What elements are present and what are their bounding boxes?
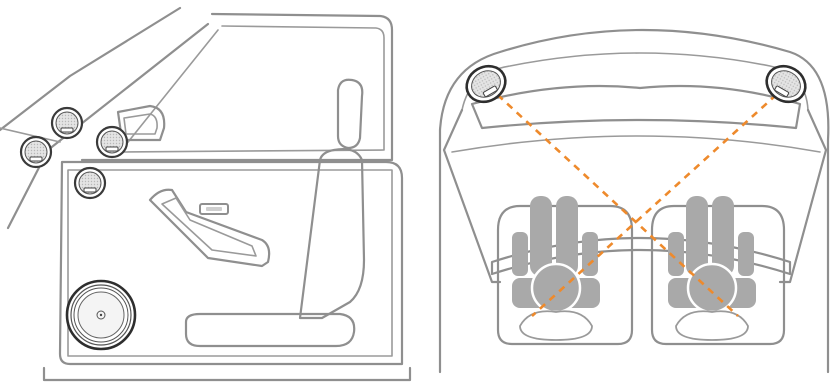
seat-headrest: [338, 80, 362, 148]
left-occupant-shoulder-r: [582, 232, 598, 276]
dash-corner-tweeter: [75, 168, 105, 198]
mirror-tweeter: [97, 127, 127, 157]
right-occupant: [668, 196, 756, 340]
side-mirror-inner: [124, 114, 157, 134]
right-pillar: [780, 110, 826, 282]
door-handle-slot: [206, 207, 222, 211]
seat-cushion: [186, 314, 354, 346]
upper-door-tweeter: [52, 108, 82, 138]
cabin-rear-view: [440, 30, 828, 372]
left-occupant-head: [532, 264, 580, 312]
right-occupant-head: [688, 264, 736, 312]
left-occupant: [512, 196, 600, 340]
dashboard-top: [472, 86, 800, 128]
roof-inner: [462, 53, 808, 110]
left-pillar: [444, 110, 500, 282]
seat-backrest: [300, 149, 364, 318]
right-occupant-shoulder-r: [738, 232, 754, 276]
door-side-view: [0, 8, 410, 380]
left-occupant-shoulder-l: [512, 232, 528, 276]
pillar-tweeter: [21, 137, 51, 167]
door-bottom-sill: [44, 368, 410, 380]
windshield-frame: [452, 136, 820, 152]
window-glass-edge: [120, 26, 384, 152]
right-pillar-tweeter: [760, 59, 812, 108]
left-occupant-feet: [520, 311, 592, 340]
lower-door-woofer: [67, 281, 135, 349]
